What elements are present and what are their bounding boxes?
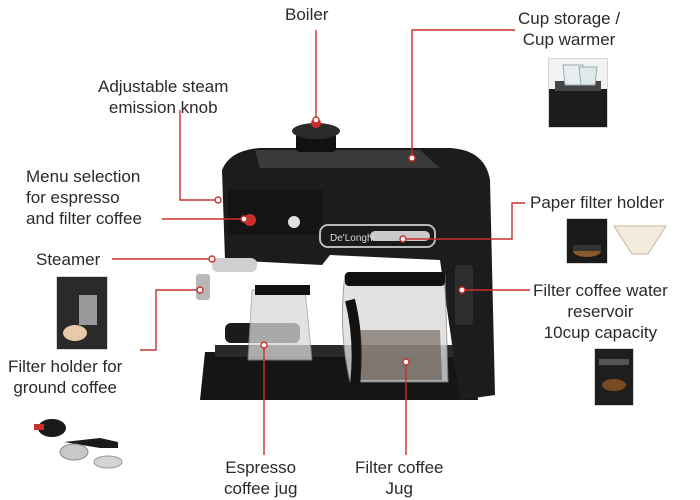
- leader-endpoints: [196, 116, 466, 366]
- label-menu-selection-line3: and filter coffee: [26, 209, 142, 228]
- label-espresso-jug: Espresso coffee jug: [224, 457, 297, 499]
- label-filter-jug-line1: Filter coffee: [355, 458, 444, 477]
- filter-jug-handle: [345, 298, 362, 386]
- coffee-in-jug: [360, 330, 442, 380]
- label-filter-reservoir-line1: Filter coffee water: [533, 281, 668, 300]
- espresso-jug-lid: [255, 285, 310, 295]
- label-menu-selection-line2: for espresso: [26, 188, 120, 207]
- leader-lines: [112, 29, 530, 455]
- cup-warmer-photo: [548, 58, 608, 128]
- filter-coffee-jug: [341, 274, 449, 383]
- filter-selector: [288, 216, 300, 228]
- label-steamer: Steamer: [36, 249, 100, 270]
- portafilter-handle: [64, 438, 118, 448]
- steam-knob-top: [292, 123, 340, 139]
- filter-holder-illustration: [567, 219, 607, 263]
- label-paper-filter-text: Paper filter holder: [530, 193, 665, 212]
- label-cup-storage-line1: Cup storage /: [518, 9, 621, 28]
- label-filter-jug-line2: Jug: [385, 479, 413, 498]
- filter-holder-for-ground-coffee-photo: [34, 419, 123, 469]
- leader-steam-knob: [179, 110, 218, 201]
- label-filter-holder: Filter holder for ground coffee: [8, 356, 122, 398]
- label-espresso-jug-line1: Espresso: [225, 458, 297, 477]
- cup-warmer-illustration: [549, 64, 607, 127]
- coffee-machine: De'Longhi: [196, 118, 495, 400]
- filter-basket: [93, 455, 123, 469]
- steamer-photo: [56, 276, 108, 350]
- label-steam-knob: Adjustable steam emission knob: [98, 76, 228, 118]
- label-menu-selection-line1: Menu selection: [26, 167, 141, 186]
- label-steam-knob-line2: emission knob: [108, 98, 218, 117]
- label-boiler-text: Boiler: [285, 5, 329, 24]
- label-menu-selection: Menu selection for espresso and filter c…: [26, 166, 142, 229]
- reservoir-illustration: [595, 349, 633, 405]
- cup-warmer-grid: [255, 150, 440, 168]
- portafilter-basket: [59, 443, 89, 461]
- label-espresso-jug-line2: coffee jug: [224, 479, 298, 498]
- label-cup-storage: Cup storage / Cup warmer: [518, 8, 620, 50]
- leader-paper-filter: [403, 202, 525, 240]
- steamer-wand: [212, 258, 257, 272]
- label-filter-jug: Filter coffee Jug: [355, 457, 444, 499]
- control-panel: [228, 190, 323, 235]
- brand-logo: De'Longhi: [330, 233, 375, 244]
- label-filter-holder-line2: ground coffee: [13, 378, 117, 397]
- label-cup-storage-line2: Cup warmer: [522, 30, 616, 49]
- leader-filter-holder: [140, 289, 200, 351]
- reservoir-photo: [594, 348, 634, 406]
- label-filter-reservoir-line2: reservoir: [567, 302, 634, 321]
- leader-cup-storage: [411, 29, 515, 158]
- water-reservoir-window: [455, 265, 473, 325]
- steamer-illustration: [57, 277, 107, 349]
- espresso-jug: [247, 289, 313, 361]
- label-steamer-text: Steamer: [36, 250, 101, 269]
- label-filter-reservoir: Filter coffee water reservoir 10cup capa…: [533, 280, 668, 343]
- filter-holder-photo: [566, 218, 608, 264]
- label-filter-reservoir-line3: 10cup capacity: [543, 323, 658, 342]
- label-steam-knob-line1: Adjustable steam: [98, 77, 229, 96]
- label-paper-filter: Paper filter holder: [530, 192, 664, 213]
- label-boiler: Boiler: [285, 4, 328, 25]
- filter-jug-lid: [345, 272, 445, 286]
- label-filter-holder-line1: Filter holder for: [8, 357, 123, 376]
- paper-filter-icon: [613, 225, 667, 255]
- coffee-scoop: [38, 419, 66, 437]
